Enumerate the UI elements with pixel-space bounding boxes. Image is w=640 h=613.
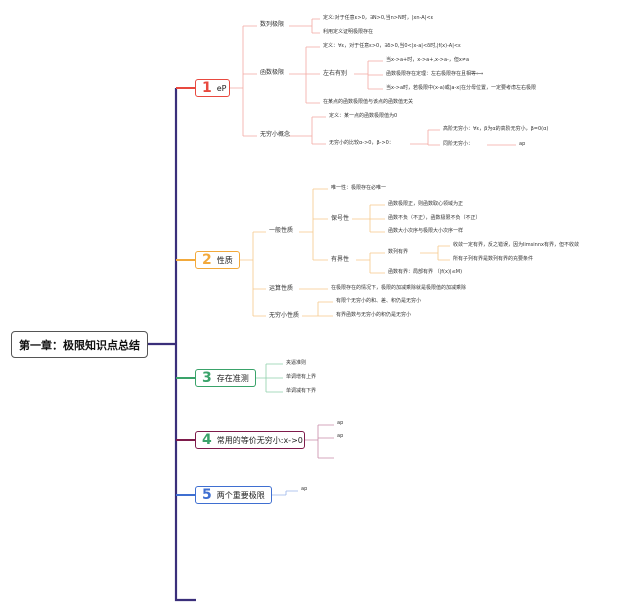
node-gaojie[interactable]: 高阶无穷小：∀ε，β为α的高阶无穷小，β=0(α)	[443, 126, 549, 132]
branch-1-subtree	[230, 18, 516, 146]
node-ap4b[interactable]: ap	[337, 433, 344, 439]
node-zy2[interactable]: 函数极限存在定理：左右极限存在且相等⟺	[386, 71, 484, 77]
node-bh3[interactable]: 函数大小次序与极限大小次序一样	[388, 228, 464, 234]
node-yiban[interactable]: 一般性质	[269, 227, 294, 234]
branch-5-node[interactable]: 5 两个重要极限	[195, 486, 272, 504]
branch-4-number: 4	[202, 432, 212, 448]
node-wx2[interactable]: 有界函数与无穷小的积仍是无穷小	[336, 312, 412, 318]
branch-3-number: 3	[202, 370, 212, 386]
branch-3-subtree	[256, 363, 283, 393]
node-hanshu-youjie[interactable]: 函数有界：局部有界 （|f(x)|≤M)	[388, 269, 463, 275]
node-ap5[interactable]: ap	[301, 486, 308, 492]
branch-1-label: eP	[216, 83, 227, 93]
node-shulie-def[interactable]: 定义:对于任意ε>0，∃N>0,当n>N时，|xn-A|<ε	[323, 15, 434, 21]
node-zy3[interactable]: 当x->a时，若极限中(x-a)或|a-x|在分母位置，一定要考虑左右极限	[386, 85, 536, 91]
node-yunsuan-desc[interactable]: 在极限存在的情况下，极限的加减乘除就是极限值的加减乘除	[331, 285, 467, 291]
node-dz[interactable]: 单调增有上界	[286, 374, 317, 380]
branch-1-number: 1	[202, 80, 212, 96]
node-shulie[interactable]: 数列极限	[260, 21, 285, 28]
root-node[interactable]: 第一章：极限知识点总结	[11, 331, 148, 358]
node-baohao[interactable]: 保号性	[331, 215, 350, 222]
node-wq-cmp[interactable]: 无穷小的比较α->0，β->0：	[329, 140, 394, 146]
node-jb[interactable]: 夹逼准则	[286, 360, 307, 366]
node-yunsuan[interactable]: 运算性质	[269, 285, 294, 292]
node-sy2[interactable]: 所有子列有界是数列有界的充要条件	[453, 256, 534, 262]
branch-1-node[interactable]: 1 eP	[195, 79, 230, 97]
node-wqx-xz[interactable]: 无穷小性质	[269, 312, 300, 319]
branch-5-label: 两个重要极限	[216, 490, 265, 500]
branch-2-subtree	[240, 188, 450, 317]
branch-3-node[interactable]: 3 存在准测	[195, 369, 256, 387]
node-zuoyou[interactable]: 左右有别	[323, 70, 348, 77]
branch-4-node[interactable]: 4 常用的等价无穷小:x->0	[195, 431, 305, 449]
node-shulie-use[interactable]: 利用定义证明极限存在	[323, 29, 374, 35]
node-youjie[interactable]: 有界性	[331, 256, 350, 263]
node-hanshu[interactable]: 函数极限	[260, 69, 285, 76]
node-wuqiong[interactable]: 无穷小概念	[260, 131, 291, 138]
node-tongjie-ap[interactable]: ap	[519, 141, 526, 147]
node-sy1[interactable]: 收敛一定有界，反之错误，因为limsinnx有界，但不收敛	[453, 242, 579, 248]
branch-2-number: 2	[202, 252, 212, 268]
branch-2-node[interactable]: 2 性质	[195, 251, 240, 269]
branch-5-subtree	[272, 490, 298, 496]
node-wx1[interactable]: 有限个无穷小的和、差、积仍是无穷小	[336, 298, 422, 304]
node-dj[interactable]: 单调减有下界	[286, 388, 317, 394]
node-weiyi[interactable]: 唯一性：极限存在必唯一	[331, 185, 387, 191]
branch-4-label: 常用的等价无穷小:x->0	[216, 435, 303, 445]
node-hanshu-note[interactable]: 在某点的函数极限值与该点的函数值无关	[323, 99, 414, 105]
branch-4-subtree	[305, 424, 334, 459]
node-ap4a[interactable]: ap	[337, 420, 344, 426]
spine-line	[148, 88, 196, 602]
node-wq-def[interactable]: 定义：某一点的函数极限值为0	[329, 113, 398, 119]
node-hanshu-def[interactable]: 定义：∀ε，对于任意ε>0，∃δ>0,当0<|x-a|<δ时,|f(x)-A|<…	[323, 43, 461, 49]
node-tongjie[interactable]: 同阶无穷小：	[443, 141, 474, 147]
node-bh1[interactable]: 函数极限正，则函数取心领域为正	[388, 201, 464, 207]
node-bh2[interactable]: 函数不负（不正），函数极限不负（不正）	[388, 215, 481, 221]
node-zy1[interactable]: 当x->a+时，x->a+,x->a-，但x≠a	[386, 57, 470, 63]
branch-5-number: 5	[202, 487, 212, 503]
branch-2-label: 性质	[216, 255, 233, 265]
branch-3-label: 存在准测	[216, 373, 249, 383]
node-shulie-youjie[interactable]: 数列有界	[388, 249, 409, 255]
